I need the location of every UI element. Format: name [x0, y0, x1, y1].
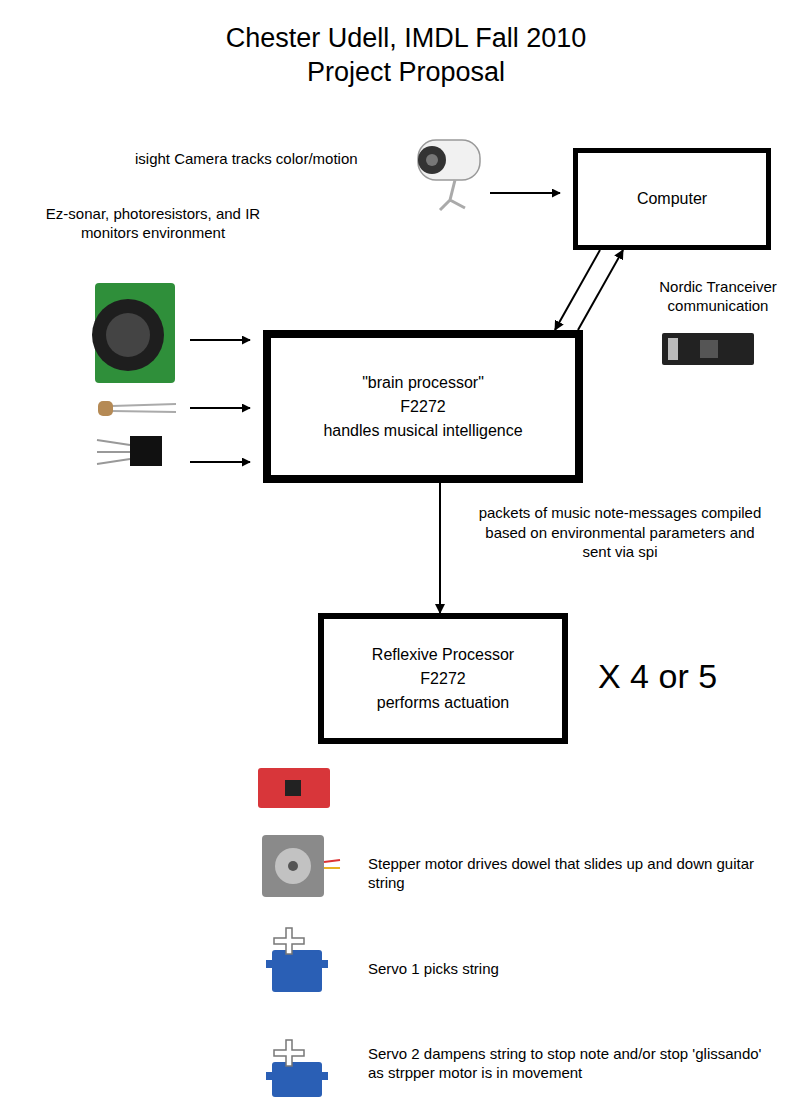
multiplier-note: X 4 or 5	[598, 655, 788, 698]
photoresistor-picture	[98, 401, 176, 416]
servo-body	[272, 950, 322, 992]
connector-arrow	[555, 250, 600, 330]
title: Chester Udell, IMDL Fall 2010 Project Pr…	[196, 22, 616, 90]
servo-horn	[274, 928, 304, 954]
transceiver-pins	[668, 338, 678, 360]
photoresistor-lead	[112, 411, 176, 412]
stepper-note: Stepper motor drives dowel that slides u…	[368, 855, 768, 893]
stepper-wire	[324, 867, 340, 869]
ir-lead	[97, 440, 130, 445]
photoresistor-lead	[112, 404, 176, 406]
servo-tabs	[266, 960, 328, 968]
driver-board-picture	[258, 768, 330, 808]
stepper-motor-picture	[262, 835, 340, 897]
box-text: F2272	[400, 395, 445, 419]
box-text: Computer	[637, 187, 707, 211]
connector-arrow	[439, 483, 441, 613]
connector-arrow	[578, 250, 623, 330]
transceiver-board	[662, 333, 754, 365]
servo-picture	[266, 928, 328, 992]
sensor-arrow	[190, 461, 250, 463]
camera-lens	[418, 146, 446, 174]
camera-arrow	[490, 192, 560, 194]
stepper-body	[262, 835, 324, 897]
stepper-shaft	[288, 861, 298, 871]
stepper-face	[275, 848, 311, 884]
sensor-arrow	[190, 339, 250, 341]
sonar-picture	[92, 283, 175, 383]
sonar-mesh	[106, 313, 150, 357]
processor-box: Reflexive ProcessorF2272performs actuati…	[318, 613, 568, 744]
ir-body	[130, 436, 162, 466]
servo-tabs	[266, 1072, 328, 1080]
transceiver-note: Nordic Tranceiver communication	[632, 278, 804, 316]
camera-stand	[440, 180, 465, 210]
stepper-wire	[324, 860, 340, 862]
transceiver-chip	[700, 340, 718, 358]
camera-lens-inner	[426, 154, 438, 166]
box-text: performs actuation	[377, 691, 510, 715]
transceiver-picture	[662, 333, 754, 365]
ir-lead	[97, 459, 130, 464]
box-text: Reflexive Processor	[372, 643, 514, 667]
servo-horn	[274, 1040, 304, 1066]
computer-box: Computer	[573, 148, 771, 250]
connector-label: packets of music note-messages compiled …	[470, 503, 770, 562]
servo-picture	[266, 1040, 328, 1097]
ir-sensor-picture	[97, 436, 162, 466]
camera-picture	[418, 140, 480, 210]
sensor-note: Ez-sonar, photoresistors, and IR monitor…	[18, 205, 288, 243]
sonar-transducer	[92, 299, 164, 371]
driver-chip	[285, 780, 301, 796]
servo-note: Servo 2 dampens string to stop note and/…	[368, 1045, 768, 1083]
ir-lead	[97, 451, 130, 453]
photoresistor-head	[98, 401, 113, 416]
camera-body	[418, 140, 480, 180]
servo-note: Servo 1 picks string	[368, 960, 768, 979]
box-text: F2272	[420, 667, 465, 691]
box-text: handles musical intelligence	[323, 419, 522, 443]
sensor-arrow	[190, 407, 250, 409]
camera-note: isight Camera tracks color/motion	[135, 150, 410, 169]
processor-box: "brain processor"F2272handles musical in…	[263, 330, 583, 483]
box-text: "brain processor"	[362, 371, 484, 395]
driver-board	[258, 768, 330, 808]
